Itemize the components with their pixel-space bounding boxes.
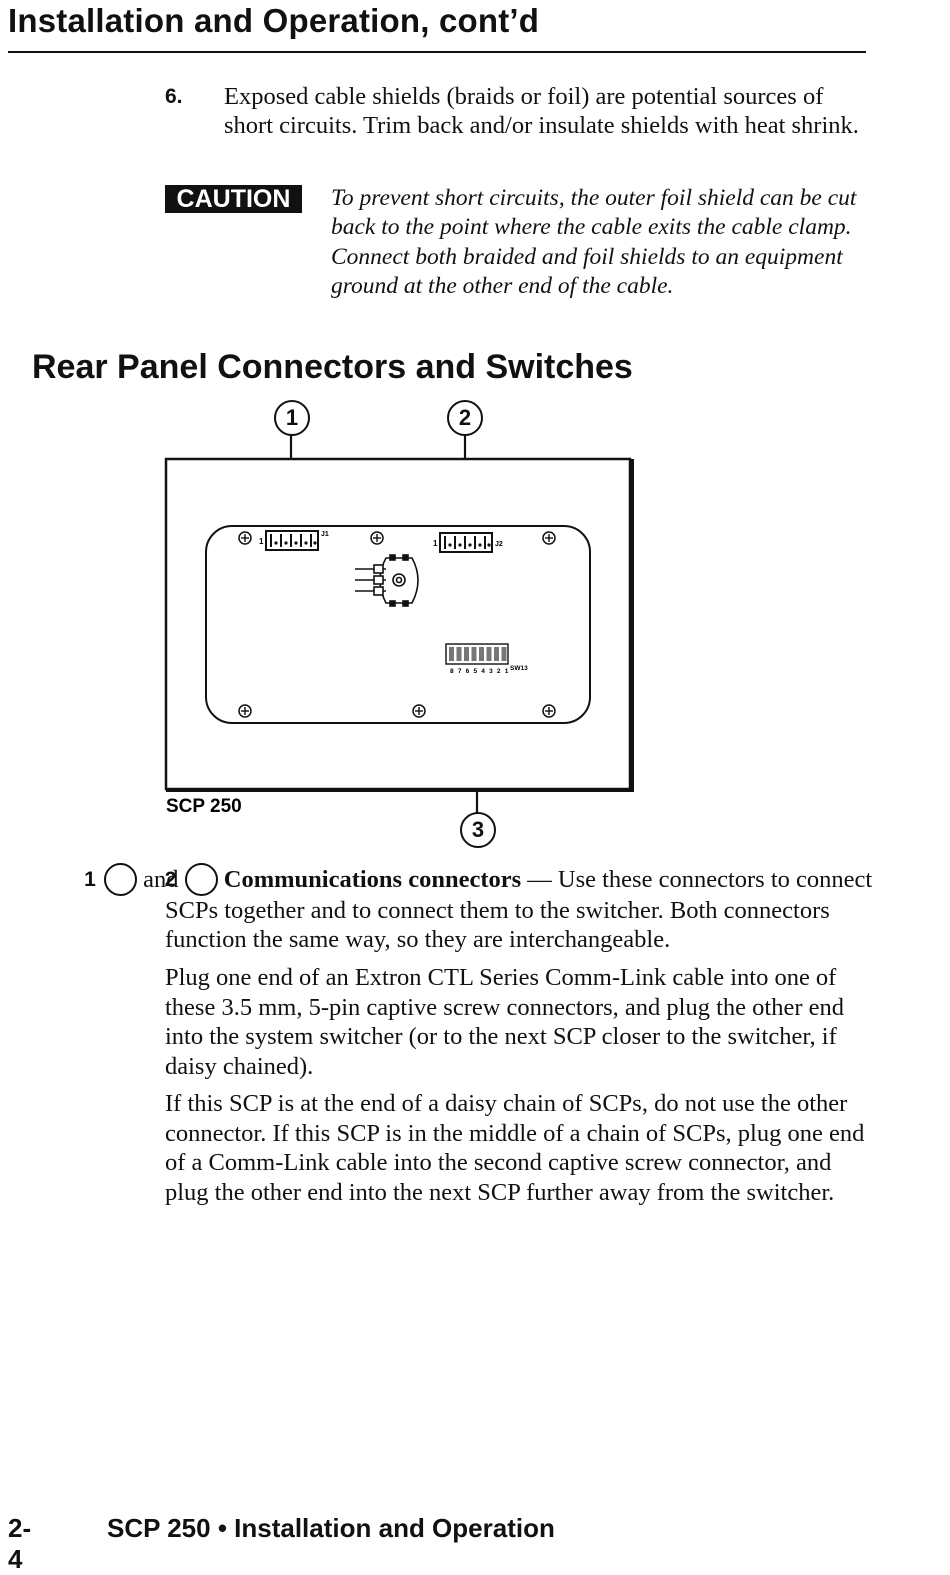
potentiometer-icon	[355, 554, 419, 607]
footer-title: SCP 250 • Installation and Operation	[107, 1513, 555, 1543]
section-heading: Rear Panel Connectors and Switches	[32, 348, 633, 386]
j2-pin1-label: 1	[433, 539, 438, 548]
step-number: 6.	[165, 85, 183, 108]
connector-j1	[265, 530, 319, 551]
j2-label: J2	[495, 541, 503, 548]
description-para-1: 1 and 2 Communications connectors — Use …	[84, 862, 874, 955]
description-para-3: If this SCP is at the end of a daisy cha…	[165, 1090, 865, 1206]
dip-switch	[445, 643, 509, 665]
and-text: and	[143, 866, 179, 893]
panel-drawing: 1 J1 1 J2	[164, 435, 634, 817]
term-communications-connectors: Communications connectors	[223, 866, 522, 893]
step-text: Exposed cable shields (braids or foil) a…	[224, 83, 859, 139]
switch-label: SW13	[510, 665, 528, 672]
description-para-2: Plug one end of an Extron CTL Series Com…	[165, 964, 844, 1080]
inline-callout-1: 1	[84, 862, 137, 896]
panel-label: SCP 250	[166, 796, 242, 817]
page-header-title: Installation and Operation, cont’d	[8, 2, 540, 39]
caution-text: To prevent short circuits, the outer foi…	[331, 185, 857, 299]
connector-j2	[439, 532, 493, 553]
header-rule	[8, 51, 866, 53]
footer-page-number: 2-4	[8, 1513, 32, 1574]
inner-plate	[205, 525, 591, 724]
switch-numbers: 8 7 6 5 4 3 2 1	[450, 668, 510, 675]
caution-badge: CAUTION	[165, 185, 302, 213]
inline-callout-2: 2	[165, 862, 218, 896]
description-lead: — Use these connectors to connect SCPs t…	[165, 866, 873, 954]
j1-pin1-label: 1	[259, 537, 264, 546]
j1-label: J1	[321, 531, 329, 538]
